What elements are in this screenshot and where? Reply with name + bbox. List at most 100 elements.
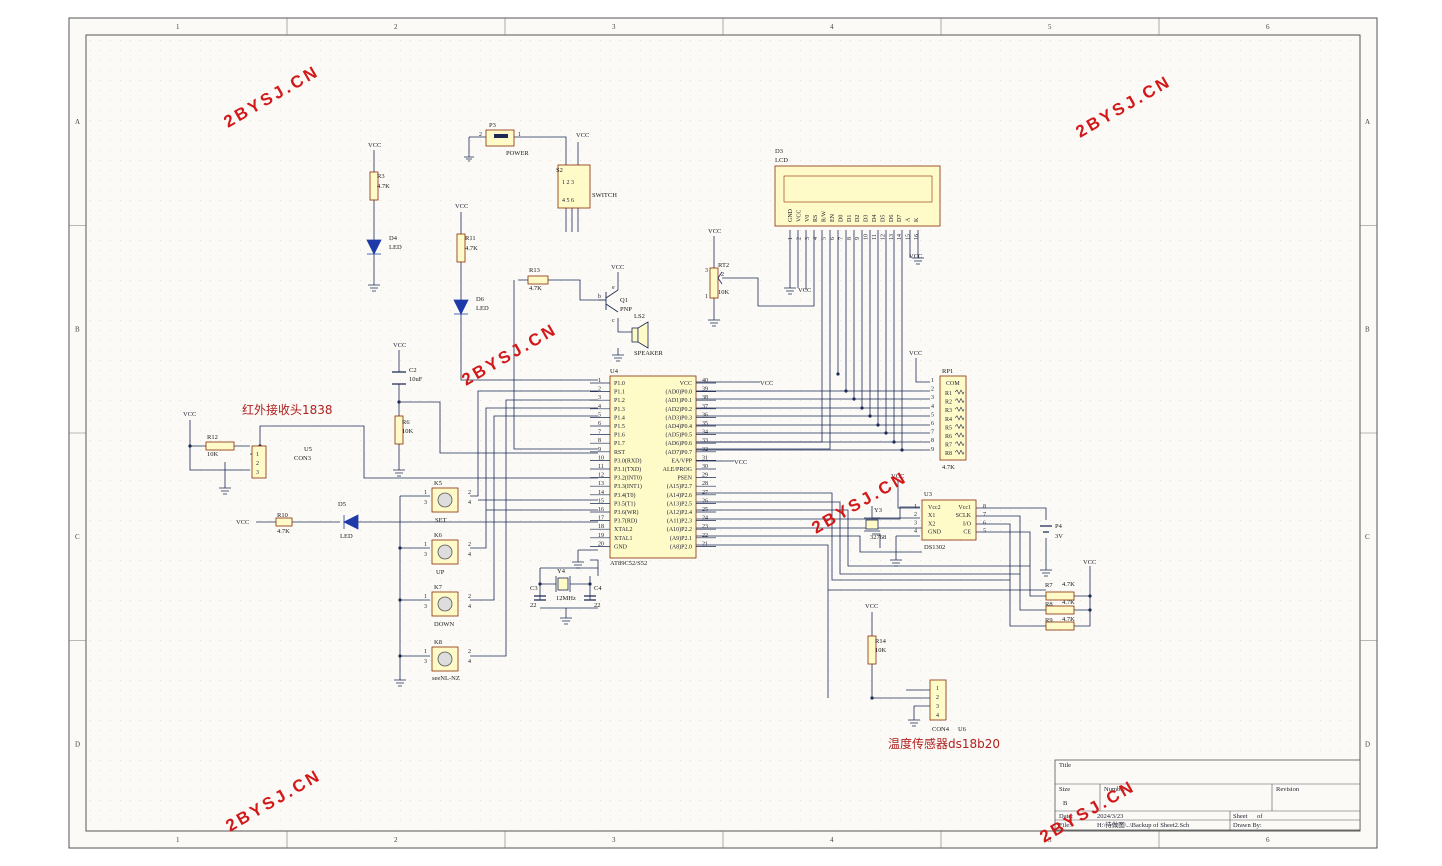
svg-text:10K: 10K <box>207 451 219 458</box>
svg-text:C3: C3 <box>530 585 538 592</box>
mcu-pin-name: P1.1 <box>614 390 625 396</box>
of-label: of <box>1257 813 1263 820</box>
border-row-label: B <box>1365 325 1370 333</box>
svg-text:4: 4 <box>936 713 939 719</box>
rtc-pin-name: GND <box>928 530 942 536</box>
rpack-pin-number: 8 <box>931 438 934 444</box>
mcu-pin-name: (A9)P2.1 <box>670 535 692 542</box>
mcu-u4 <box>609 375 697 559</box>
svg-text:2: 2 <box>479 132 482 138</box>
svg-text:10K: 10K <box>402 428 414 435</box>
svg-text:D3: D3 <box>775 148 783 155</box>
mcu-pin-number: 4 <box>598 404 601 410</box>
lcd-pin-number: 3 <box>805 237 811 240</box>
svg-text:2: 2 <box>936 695 939 701</box>
rtc-pin-number: 7 <box>983 512 986 518</box>
mcu-pin-number: 1 <box>598 378 601 384</box>
svg-text:seeNL-NZ: seeNL-NZ <box>432 675 460 682</box>
vcc-label: VCC <box>891 473 904 480</box>
rtc-pin-name: Vcc1 <box>958 505 971 511</box>
svg-text:R11: R11 <box>465 235 476 242</box>
ground-symbols <box>219 257 1052 727</box>
speaker-ls2 <box>631 327 639 343</box>
mcu-pin-name: (AD7)P0.7 <box>666 449 693 456</box>
file-value: H:\待做图\..\Backup of Sheet2.Sch <box>1097 820 1190 829</box>
svg-text:LED: LED <box>340 533 353 540</box>
svg-text:R13: R13 <box>529 267 540 274</box>
svg-text:1: 1 <box>424 542 427 548</box>
mcu-pin-name: P1.5 <box>614 424 625 430</box>
mcu-pin-name: P3.2(INT0) <box>614 475 642 482</box>
svg-text:CON4: CON4 <box>932 726 950 733</box>
lcd-pin-name: RS <box>813 215 819 222</box>
size-label: Size <box>1059 786 1070 793</box>
svg-text:b: b <box>598 294 601 300</box>
lcd-pin-name: D4 <box>872 215 878 222</box>
lcd-pin-name: D6 <box>889 215 895 222</box>
mcu-pin-number: 3 <box>598 395 601 401</box>
mcu-pin-number: 14 <box>598 490 604 496</box>
mcu-pin-number: 27 <box>702 490 708 496</box>
rpack-resistor-label: R7 <box>945 443 952 449</box>
lcd-pin-name: K <box>914 217 920 222</box>
mcu-pin-name: XTAL1 <box>614 536 633 542</box>
svg-text:RT2: RT2 <box>718 262 729 269</box>
svg-text:K8: K8 <box>434 639 442 646</box>
mcu-pin-name: (A8)P2.0 <box>670 543 692 550</box>
svg-text:1: 1 <box>518 132 521 138</box>
crystal-y4 <box>557 577 569 591</box>
mcu-pin-name: P1.0 <box>614 381 625 387</box>
mcu-pin-name: P1.4 <box>614 415 625 421</box>
border-column-label: 5 <box>1048 23 1052 31</box>
mcu-pin-number: 5 <box>598 412 601 418</box>
border-row-label: D <box>75 740 80 748</box>
connector-u5 <box>251 445 267 479</box>
svg-text:4.7K: 4.7K <box>1062 599 1075 606</box>
switch-s2 <box>557 164 591 209</box>
resistor-r7 <box>1045 591 1075 601</box>
mcu-pin-name: (AD4)P0.4 <box>666 423 693 430</box>
lcd-pin-number: 16 <box>914 234 920 240</box>
vcc-label: VCC <box>576 132 589 139</box>
mcu-pin-number: 38 <box>702 395 708 401</box>
svg-text:4: 4 <box>468 604 471 610</box>
border-column-label: 5 <box>1048 836 1052 844</box>
vcc-label: VCC <box>393 342 406 349</box>
lcd-pin-number: 12 <box>880 234 886 240</box>
svg-text:U3: U3 <box>924 491 932 498</box>
file-label: File: <box>1059 822 1071 829</box>
svg-text:P3: P3 <box>489 122 496 129</box>
mcu-pin-number: 9 <box>598 447 601 453</box>
mcu-pin-number: 13 <box>598 481 604 487</box>
svg-text:4.7K: 4.7K <box>529 285 542 292</box>
rtc-pin-name: CE <box>963 530 971 536</box>
mcu-pin-name: P3.3(INT1) <box>614 483 642 490</box>
svg-text:4: 4 <box>468 500 471 506</box>
svg-text:4.7K: 4.7K <box>465 245 478 252</box>
mcu-pin-name: P3.0(RXD) <box>614 457 642 464</box>
mcu-pin-name: XTAL2 <box>614 527 633 533</box>
svg-text:K6: K6 <box>434 532 443 539</box>
lcd-pin-number: 15 <box>906 234 912 240</box>
drawn-by-label: Drawn By: <box>1233 822 1262 829</box>
svg-text:4.7K: 4.7K <box>377 183 390 190</box>
mcu-pin-name: P3.6(WR) <box>614 509 639 516</box>
lcd-pin-number: 7 <box>838 237 844 240</box>
lcd-pin-number: 9 <box>855 237 861 240</box>
mcu-pin-number: 23 <box>702 524 708 530</box>
svg-text:2: 2 <box>468 542 471 548</box>
svg-text:12MHz: 12MHz <box>556 595 576 602</box>
border-column-label: 4 <box>830 23 834 31</box>
svg-text:LED: LED <box>389 244 402 251</box>
resistor-r13 <box>527 275 549 285</box>
svg-text:LED: LED <box>476 305 489 312</box>
svg-text:3: 3 <box>424 552 427 558</box>
svg-text:4.7K: 4.7K <box>1062 616 1075 623</box>
svg-text:4: 4 <box>468 552 471 558</box>
svg-text:R3: R3 <box>377 173 385 180</box>
border-column-label: 3 <box>612 836 616 844</box>
rtc-pin-number: 2 <box>914 512 917 518</box>
mcu-pin-number: 16 <box>598 507 604 513</box>
mcu-pin-name: P1.3 <box>614 407 625 413</box>
